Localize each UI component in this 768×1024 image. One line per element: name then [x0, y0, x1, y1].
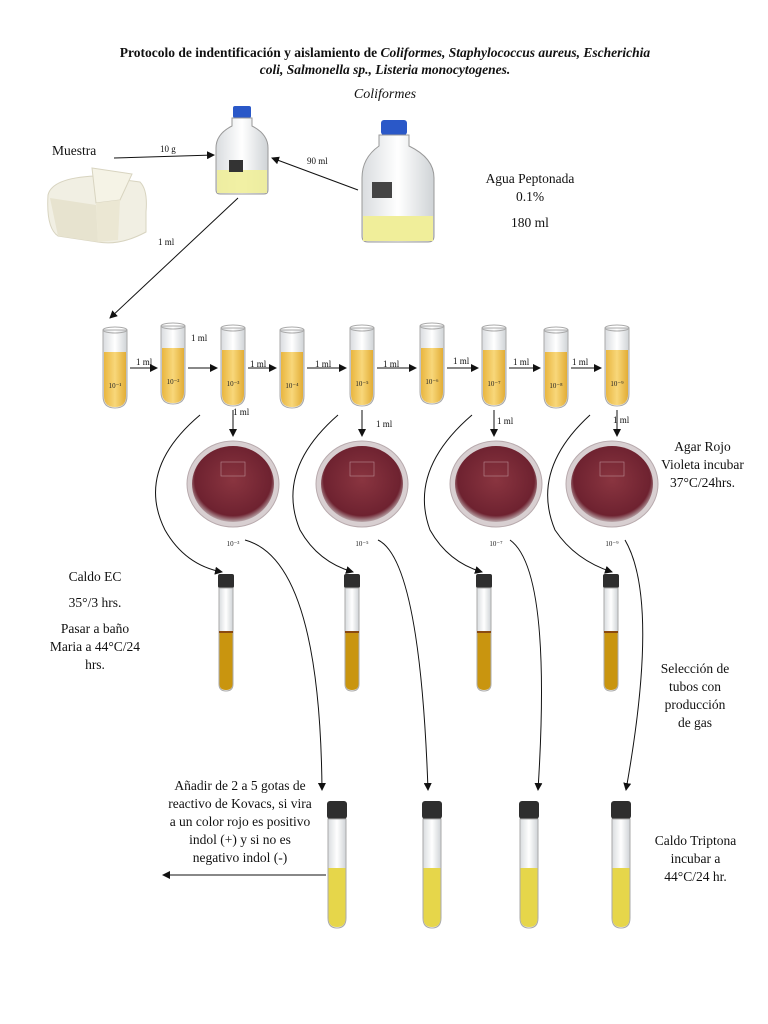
ec-broth-description: Caldo EC 35°/3 hrs. Pasar a baño Maria a…	[49, 569, 141, 672]
dilution-label: 10⁻¹	[109, 382, 122, 390]
transfer-volume-label: 1 ml	[233, 407, 250, 417]
transfer-volume-label: 1 ml	[250, 359, 267, 369]
peptone-transfer-label: 90 ml	[307, 156, 328, 166]
plate2-to-ec-arrow	[292, 414, 354, 574]
dilution-label: 10⁻⁸	[549, 382, 563, 390]
transfer-volume-label: 1 ml	[513, 357, 530, 367]
transfer-volume-label: 1 ml	[572, 357, 589, 367]
ec-broth-tube	[344, 574, 360, 692]
dilution-tube: 10⁻⁸	[543, 326, 569, 409]
kovacs-description: Añadir de 2 a 5 gotas de reactivo de Kov…	[168, 778, 312, 865]
dilution-tube: 10⁻⁵	[349, 324, 375, 407]
plate-dilution-label: 10⁻⁷	[489, 540, 503, 548]
peptone-to-bottle-arrow	[271, 156, 359, 191]
peptone-water-bottle	[361, 120, 435, 243]
plate3-to-ec-arrow	[423, 414, 483, 574]
ec1-to-tryptone-arrow	[244, 539, 326, 791]
ec3-to-tryptone-arrow	[509, 539, 543, 791]
sample-to-bottle-arrow	[113, 151, 215, 160]
dilution-tube: 10⁻³	[220, 324, 246, 407]
agar-plate: 10⁻⁷	[449, 440, 543, 548]
agar-plate: 10⁻⁹	[565, 440, 659, 548]
plate4-to-ec-arrow	[547, 414, 613, 574]
tryptone-tube	[422, 801, 442, 929]
tryptone-tubes	[327, 801, 631, 929]
sample-label: Muestra	[52, 143, 97, 158]
dilution-tubes: 10⁻¹ 10⁻² 10⁻³ 10⁻⁴ 10⁻⁵ 10⁻⁶ 10⁻⁷ 10⁻⁸ 10⁻⁹	[102, 322, 630, 409]
ec2-to-tryptone-arrow	[377, 539, 432, 791]
dilution-label: 10⁻⁷	[487, 380, 501, 388]
sample-amount-label: 10 g	[160, 144, 176, 154]
dilution-label: 10⁻⁶	[425, 378, 439, 386]
dilution-tube: 10⁻¹	[102, 326, 128, 409]
transfer-volume-label: 1 ml	[376, 419, 393, 429]
section-subtitle: Coliformes	[353, 87, 417, 102]
gas-selection-description: Selección de tubos con producción de gas	[660, 661, 730, 730]
transfer-volume-label: 1 ml	[383, 359, 400, 369]
plate-dilution-label: 10⁻³	[227, 540, 240, 548]
ec-broth-tube	[218, 574, 234, 692]
plate-dilution-label: 10⁻⁵	[355, 540, 369, 548]
plate-dilution-label: 10⁻⁹	[605, 540, 619, 548]
bottle-transfer-label: 1 ml	[158, 237, 175, 247]
bottle-to-dilution-arrow	[109, 197, 239, 319]
dilution-tube: 10⁻⁶	[419, 322, 445, 405]
dilution-tube: 10⁻⁷	[481, 324, 507, 407]
cheese-sample-image	[47, 167, 147, 244]
agar-plate: 10⁻³	[186, 440, 280, 548]
transfer-volume-label: 1 ml	[315, 359, 332, 369]
agar-plates: 10⁻³ 10⁻⁵ 10⁻⁷ 10⁻⁹	[186, 410, 659, 548]
ec-broth-tube	[476, 574, 492, 692]
tryptone-tube	[327, 801, 347, 929]
transfer-volume-label: 1 ml	[453, 356, 470, 366]
agar-description: Agar Rojo Violeta incubar 37°C/24hrs.	[661, 439, 744, 490]
plate1-to-ec-arrow	[155, 414, 223, 575]
transfer-volume-label: 1 ml	[613, 415, 630, 425]
dilution-label: 10⁻²	[167, 378, 180, 386]
transfer-volume-label: 1 ml	[191, 333, 208, 343]
dilution-label: 10⁻⁵	[355, 380, 369, 388]
tryptone-tube	[519, 801, 539, 929]
dilution-tube: 10⁻²	[160, 322, 186, 405]
ec-broth-tube	[603, 574, 619, 692]
tryptone-description: Caldo Triptona incubar a 44°C/24 hr.	[654, 833, 737, 884]
sample-bottle	[215, 106, 269, 195]
dilution-label: 10⁻⁹	[610, 380, 624, 388]
dilution-tube: 10⁻⁴	[279, 326, 305, 409]
page-title: Protocolo de indentificación y aislamien…	[119, 45, 651, 77]
ec4-to-tryptone-arrow	[623, 539, 644, 791]
tryptone-tube	[611, 801, 631, 929]
dilution-label: 10⁻⁴	[285, 382, 299, 390]
dilution-tube: 10⁻⁹	[604, 324, 630, 407]
peptone-description: Agua Peptonada 0.1% 180 ml	[485, 171, 575, 230]
transfer-volume-label: 1 ml	[136, 357, 153, 367]
agar-plate: 10⁻⁵	[315, 440, 409, 548]
transfer-volume-label: 1 ml	[497, 416, 514, 426]
dilution-label: 10⁻³	[227, 380, 240, 388]
ec-broth-tubes	[218, 574, 619, 692]
